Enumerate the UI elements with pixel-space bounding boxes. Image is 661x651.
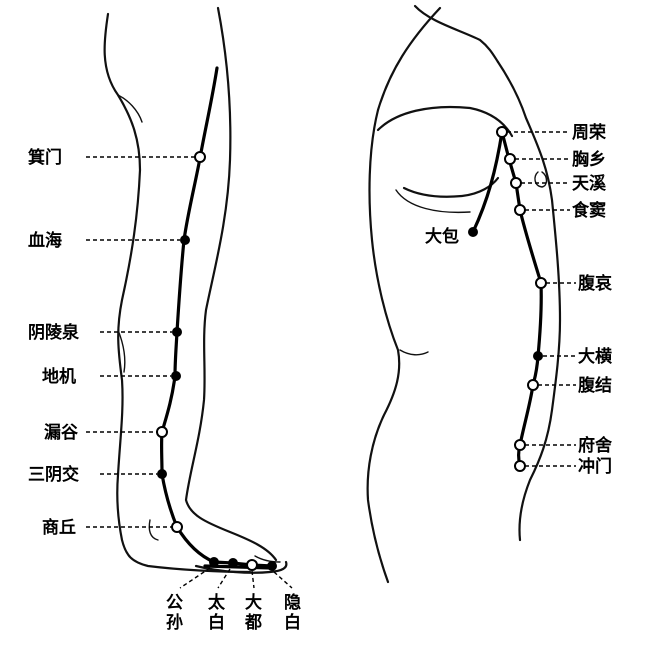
point-sanyinjiao: [157, 469, 167, 479]
label-lougu: 漏谷: [44, 423, 79, 443]
nipple-mark: [534, 171, 548, 188]
point-daheng: [533, 351, 543, 361]
dabao-branch-line: [471, 130, 504, 234]
label-daheng: 大横: [578, 346, 612, 367]
point-jimen: [194, 151, 206, 163]
leg-figure: 箕门 血海 阴陵泉 地机 漏谷 三阴交 商丘 公 孙 太 白 大 都 隐 白: [28, 6, 301, 633]
label-xuehai: 血海: [28, 230, 62, 251]
arm-outline: [402, 176, 500, 198]
label-xiongxiang: 胸乡: [572, 149, 606, 170]
leader-yinbai: [273, 571, 293, 589]
label-diji: 地机: [42, 366, 76, 387]
label-chongmen: 冲门: [578, 456, 612, 477]
point-zhourong: [496, 126, 508, 138]
neck-outline: [413, 4, 500, 64]
front-outline: [496, 60, 562, 542]
label-yinlingquan: 阴陵泉: [28, 322, 80, 343]
point-yinbai: [267, 561, 277, 571]
knee-line: [117, 329, 126, 373]
label-taibai-2: 白: [208, 612, 225, 633]
label-dadu-1: 大: [245, 592, 262, 613]
label-yinbai-2: 白: [284, 612, 301, 633]
point-taibai: [228, 558, 238, 568]
leader-gongsun: [179, 567, 211, 589]
point-fuai: [535, 277, 547, 289]
label-gongsun-1: 公: [166, 593, 183, 613]
leg-front-outline: [184, 6, 278, 562]
label-yinbai-1: 隐: [284, 592, 301, 613]
point-xiongxiang: [504, 153, 516, 165]
point-lougu: [156, 426, 168, 438]
leg-meridian-line: [159, 66, 274, 568]
point-yinlingquan: [172, 327, 182, 337]
point-xuehai: [180, 235, 190, 245]
leader-taibai: [217, 568, 231, 589]
label-shidou: 食窦: [572, 200, 606, 221]
hip-crease: [117, 94, 143, 123]
foot-sole: [194, 560, 288, 574]
label-gongsun-2: 孙: [166, 612, 183, 633]
point-shangqiu: [171, 521, 183, 533]
leader-dadu: [251, 570, 255, 589]
label-tianxi: 天溪: [572, 174, 607, 194]
armpit-crease: [395, 189, 471, 214]
label-dabao: 大包: [425, 226, 459, 247]
point-gongsun: [209, 557, 219, 567]
abdomen-fold: [399, 349, 429, 356]
label-jimen: 箕门: [28, 147, 62, 168]
label-fujie: 腹结: [578, 375, 612, 396]
point-dabao: [468, 227, 478, 237]
label-taibai-1: 太: [208, 592, 226, 613]
torso-figure: 周荣 胸乡 天溪 食窦 大包 腹哀 大横 腹结 府舍 冲门: [366, 4, 613, 584]
point-dadu: [246, 559, 258, 571]
label-sanyinjiao: 三阴交: [28, 464, 79, 485]
label-shangqiu: 商丘: [42, 517, 76, 538]
point-shidou: [514, 204, 526, 216]
point-tianxi: [510, 177, 522, 189]
toe-line: [254, 555, 281, 563]
label-zhourong: 周荣: [572, 123, 606, 143]
back-outline: [366, 6, 442, 584]
label-fuai: 腹哀: [578, 273, 613, 294]
leg-back-outline: [103, 12, 252, 574]
ankle-mark: [148, 519, 159, 541]
point-fushe: [514, 439, 526, 451]
point-chongmen: [514, 460, 526, 472]
point-fujie: [527, 379, 539, 391]
label-fushe: 府舍: [578, 435, 612, 456]
point-diji: [171, 371, 181, 381]
label-dadu-2: 都: [244, 612, 262, 633]
shoulder-outline: [376, 105, 514, 138]
